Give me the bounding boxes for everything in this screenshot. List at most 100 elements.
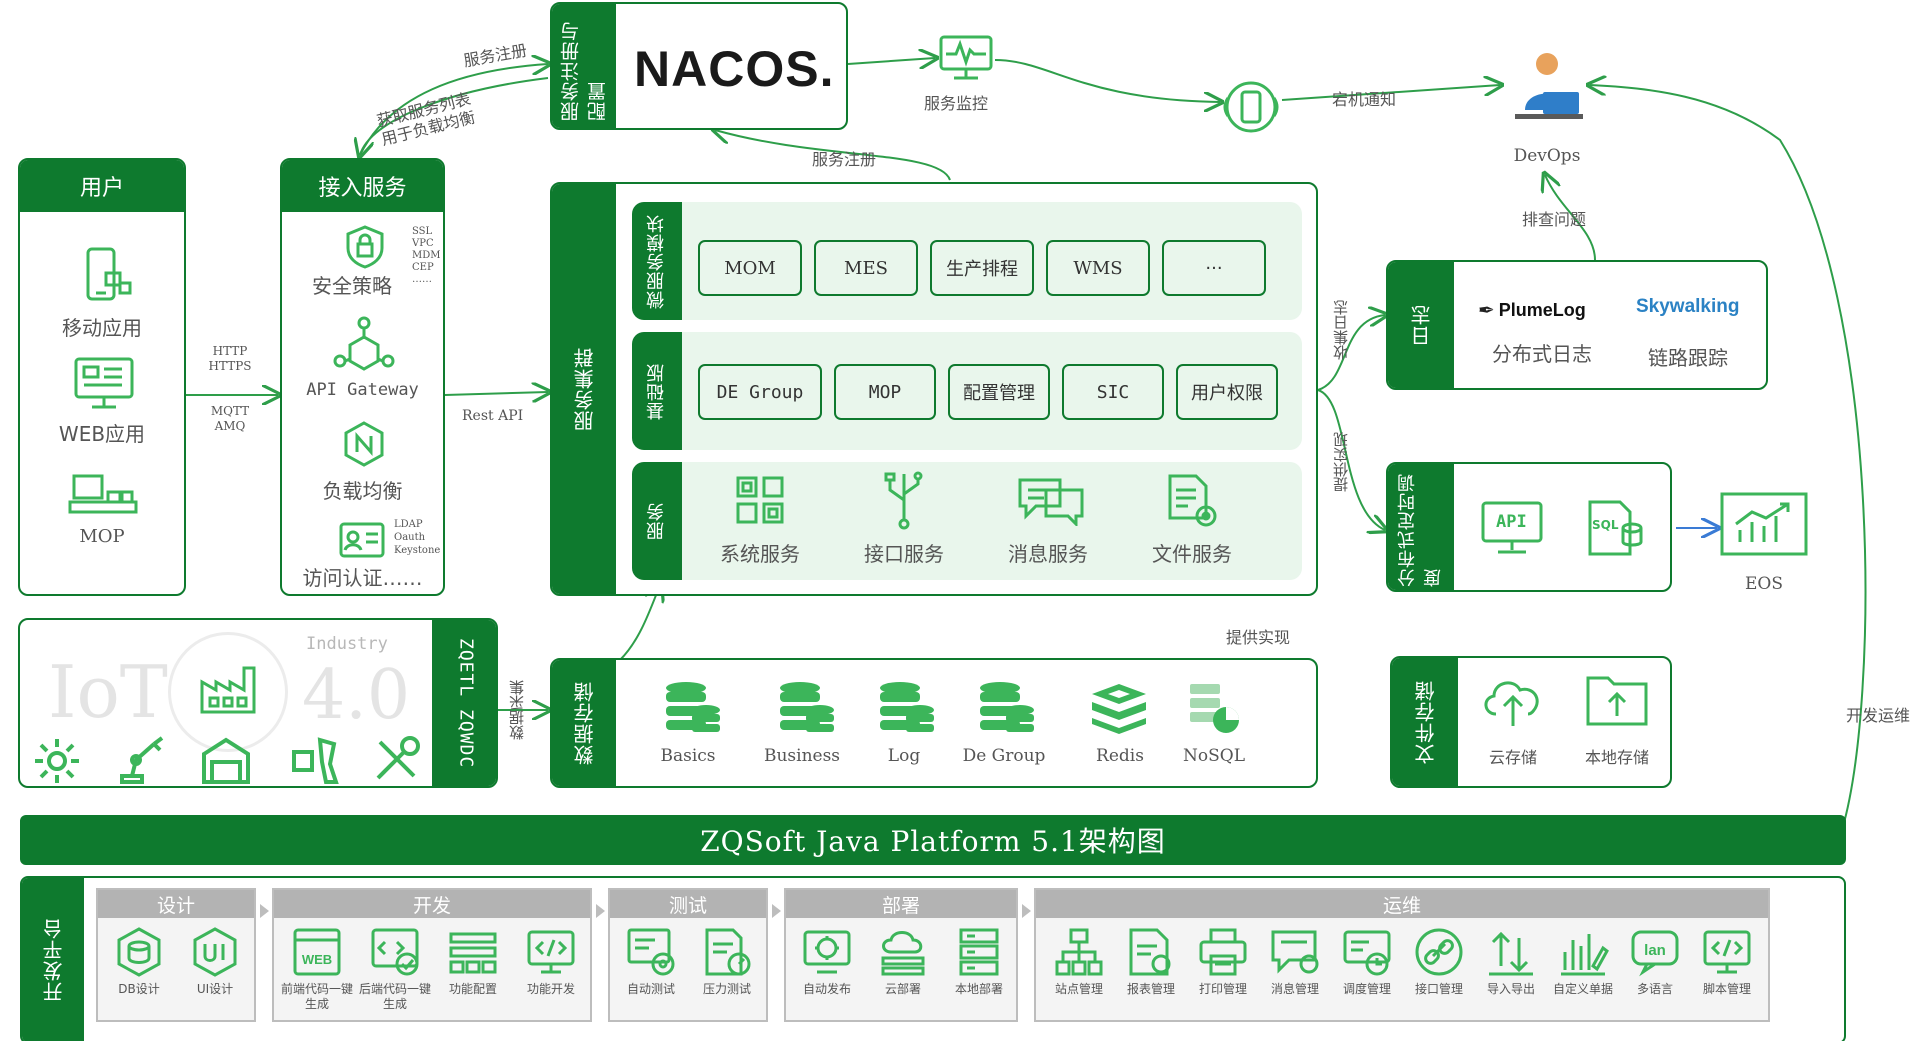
- tool-db-design[interactable]: DB设计: [102, 924, 176, 1020]
- report-doc-icon: [1125, 926, 1177, 978]
- tool-stress-test[interactable]: 压力测试: [690, 924, 764, 1020]
- tool-import-export-label: 导入导出: [1486, 982, 1535, 996]
- ui-design-icon: [189, 926, 241, 978]
- row-services-text: 服务: [646, 502, 667, 540]
- sql-database-icon: [1584, 498, 1644, 558]
- db-business-icon: [776, 680, 836, 736]
- tool-auto-release[interactable]: 自动发布: [790, 924, 864, 1020]
- version-text: 4.0: [302, 656, 411, 735]
- service-message: 消息服务: [1008, 542, 1088, 566]
- dev-platform-panel: 开发平台 设计 DB设计 UI设计 开发 WEB 前端代码一键生成 后端代码一键…: [20, 876, 1846, 1041]
- tool-auto-test-label: 自动测试: [626, 982, 675, 996]
- feather-icon: ✒: [1478, 298, 1495, 322]
- db-nosql: NoSQL: [1183, 746, 1245, 766]
- tool-site-mgmt-label: 站点管理: [1054, 982, 1103, 996]
- db-de-group-icon: [976, 680, 1036, 736]
- cluster-row-services: 服务 系统服务 接口服务 消息服务 文件服务: [632, 462, 1302, 580]
- tool-interface-mgmt[interactable]: 接口管理: [1402, 924, 1476, 1020]
- edge-data-collect: 数据采集: [508, 680, 526, 740]
- service-interface: 接口服务: [864, 542, 944, 566]
- tool-feature-config[interactable]: 功能配置: [436, 924, 510, 1020]
- iot-big-text: IoT: [48, 650, 168, 734]
- tool-feature-dev-label: 功能开发: [526, 982, 575, 996]
- row-base-label: 基础版: [632, 332, 682, 450]
- group-develop-title: 开发: [274, 890, 590, 918]
- group-deploy-title: 部署: [786, 890, 1016, 918]
- access-panel: 接入服务 SSL VPC MDM CEP …… 安全策略 API Gateway…: [280, 158, 445, 596]
- chip-sic[interactable]: SIC: [1062, 364, 1164, 420]
- tool-message-mgmt[interactable]: 消息管理: [1258, 924, 1332, 1020]
- logs-side-text: 日志: [1409, 304, 1434, 346]
- access-item-gateway: API Gateway: [306, 380, 419, 400]
- tool-stress-test-label: 压力测试: [702, 982, 751, 996]
- chip-config[interactable]: 配置管理: [948, 364, 1050, 420]
- tool-message-mgmt-label: 消息管理: [1270, 982, 1319, 996]
- db-nosql-icon: [1186, 680, 1242, 736]
- chip-mop[interactable]: MOP: [834, 364, 936, 420]
- group-arrow-1: [260, 904, 269, 918]
- tag-more: ……: [412, 274, 432, 285]
- tool-auto-test[interactable]: 自动测试: [614, 924, 688, 1020]
- iot-panel: IoT Industry 4.0 ZQETL ZQWDC: [18, 618, 498, 788]
- iot-side-label: ZQETL ZQWDC: [432, 620, 496, 786]
- tool-ui-design[interactable]: UI设计: [178, 924, 252, 1020]
- tool-cloud-deploy[interactable]: 云部署: [866, 924, 940, 1020]
- group-ops: 运维 站点管理 报表管理 打印管理 消息管理 调度管理 接口管理 导入导出: [1034, 888, 1770, 1022]
- tool-backend-gen[interactable]: 后端代码一键生成: [358, 924, 432, 1020]
- tool-custom-docs[interactable]: 自定义单据: [1546, 924, 1620, 1020]
- tool-print-mgmt[interactable]: 打印管理: [1186, 924, 1260, 1020]
- tool-script-mgmt-label: 脚本管理: [1702, 982, 1751, 996]
- group-arrow-2: [596, 904, 605, 918]
- tool-multilang[interactable]: lan 多语言: [1618, 924, 1692, 1020]
- tool-feature-dev[interactable]: 功能开发: [514, 924, 588, 1020]
- protocol-http-label: HTTP: [212, 344, 248, 358]
- tool-custom-docs-label: 自定义单据: [1552, 982, 1613, 996]
- config-grid-icon: [447, 926, 499, 978]
- mop-device-icon: [68, 472, 138, 518]
- chip-de-group[interactable]: DE Group: [698, 364, 822, 420]
- tool-multilang-label: 多语言: [1636, 982, 1673, 996]
- row-services-label: 服务: [632, 462, 682, 580]
- web-app-icon: [72, 355, 136, 411]
- local-server-icon: [953, 926, 1005, 978]
- chip-more[interactable]: ···: [1162, 240, 1266, 296]
- tool-frontend-gen-label: 前端代码一键生成: [280, 982, 353, 1011]
- tool-schedule-mgmt[interactable]: 调度管理: [1330, 924, 1404, 1020]
- printer-icon: [1197, 926, 1249, 978]
- chip-wms[interactable]: WMS: [1046, 240, 1150, 296]
- tag-keystone: Keystone: [394, 545, 441, 556]
- security-shield-icon: [342, 224, 388, 270]
- chip-mom[interactable]: MOM: [698, 240, 802, 296]
- tool-cloud-deploy-label: 云部署: [884, 982, 921, 996]
- chart-edit-icon: [1557, 926, 1609, 978]
- security-tags: SSL VPC MDM CEP ……: [412, 226, 441, 286]
- cloud-upload-icon: [1478, 670, 1548, 730]
- tool-local-deploy[interactable]: 本地部署: [942, 924, 1016, 1020]
- data-store-side-text: 数据存储: [572, 681, 597, 765]
- load-balance-icon: [340, 420, 388, 468]
- chip-permissions[interactable]: 用户权限: [1176, 364, 1278, 420]
- factory-icon: [198, 660, 258, 716]
- logs-tracing: 链路跟踪: [1648, 346, 1728, 370]
- auth-card-icon: [338, 520, 386, 560]
- tool-report-mgmt[interactable]: 报表管理: [1114, 924, 1188, 1020]
- tool-script-mgmt[interactable]: 脚本管理: [1690, 924, 1764, 1020]
- svg-text:WEB: WEB: [302, 952, 332, 967]
- protocol-mqtt-label: MQTT: [210, 404, 250, 418]
- db-basics: Basics: [660, 746, 716, 766]
- tool-import-export[interactable]: 导入导出: [1474, 924, 1548, 1020]
- access-item-lb: 负载均衡: [322, 479, 403, 503]
- dev-platform-side-text: 开发平台: [41, 918, 66, 1002]
- code-check-icon: [369, 926, 421, 978]
- cluster-side-text: 服务集群: [572, 347, 597, 431]
- tool-frontend-gen[interactable]: WEB 前端代码一键生成: [280, 924, 354, 1020]
- tool-report-mgmt-label: 报表管理: [1126, 982, 1175, 996]
- edge-fetch-list: 获取服务列表 用于负载均衡: [375, 89, 477, 149]
- tool-site-mgmt[interactable]: 站点管理: [1042, 924, 1116, 1020]
- skywalking-brand: Skywalking: [1636, 296, 1740, 317]
- chip-scheduling[interactable]: 生产排程: [930, 240, 1034, 296]
- tag-ssl: SSL: [412, 226, 433, 237]
- service-file: 文件服务: [1152, 542, 1232, 566]
- edge-register-cluster: 服务注册: [812, 150, 877, 169]
- chip-mes[interactable]: MES: [814, 240, 918, 296]
